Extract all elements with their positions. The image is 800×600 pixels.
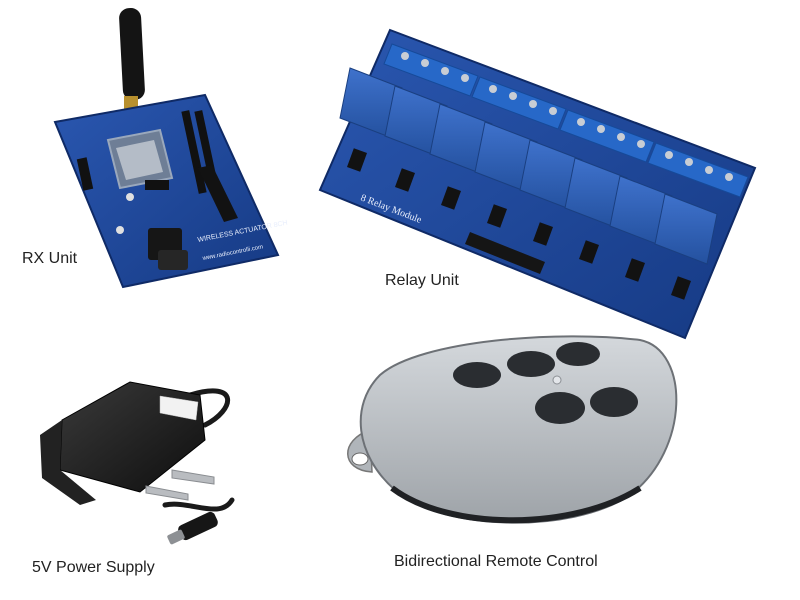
caption-relay-unit: Relay Unit (385, 272, 459, 289)
remote-button-1[interactable] (453, 362, 501, 388)
remote-button-4[interactable] (535, 392, 585, 424)
status-led (552, 375, 562, 385)
crystal (145, 180, 169, 190)
side-header (76, 157, 94, 191)
driver-components (347, 148, 691, 300)
caption-power-supply: 5V Power Supply (32, 559, 155, 576)
caption-remote-control: Bidirectional Remote Control (394, 553, 598, 570)
remote-control (347, 335, 678, 524)
remote-button-3[interactable] (556, 342, 600, 366)
power-cable (162, 388, 235, 512)
power-supply (40, 381, 235, 545)
input-header (465, 232, 545, 274)
antenna (119, 7, 145, 101)
adapter-label (159, 395, 199, 421)
remote-seam (390, 485, 642, 524)
caption-rx-unit: RX Unit (22, 250, 78, 267)
rx-unit: WIRELESS ACTUATOR 8CH www.radiocontrolli… (53, 7, 288, 289)
relays (339, 67, 718, 265)
dc-plug (167, 511, 218, 545)
plug-prongs (145, 469, 215, 501)
remote-button-5[interactable] (590, 387, 638, 417)
relay-unit: 8 Relay Module (318, 28, 757, 340)
remote-button-2[interactable] (507, 351, 555, 377)
ic-chip (198, 165, 238, 222)
